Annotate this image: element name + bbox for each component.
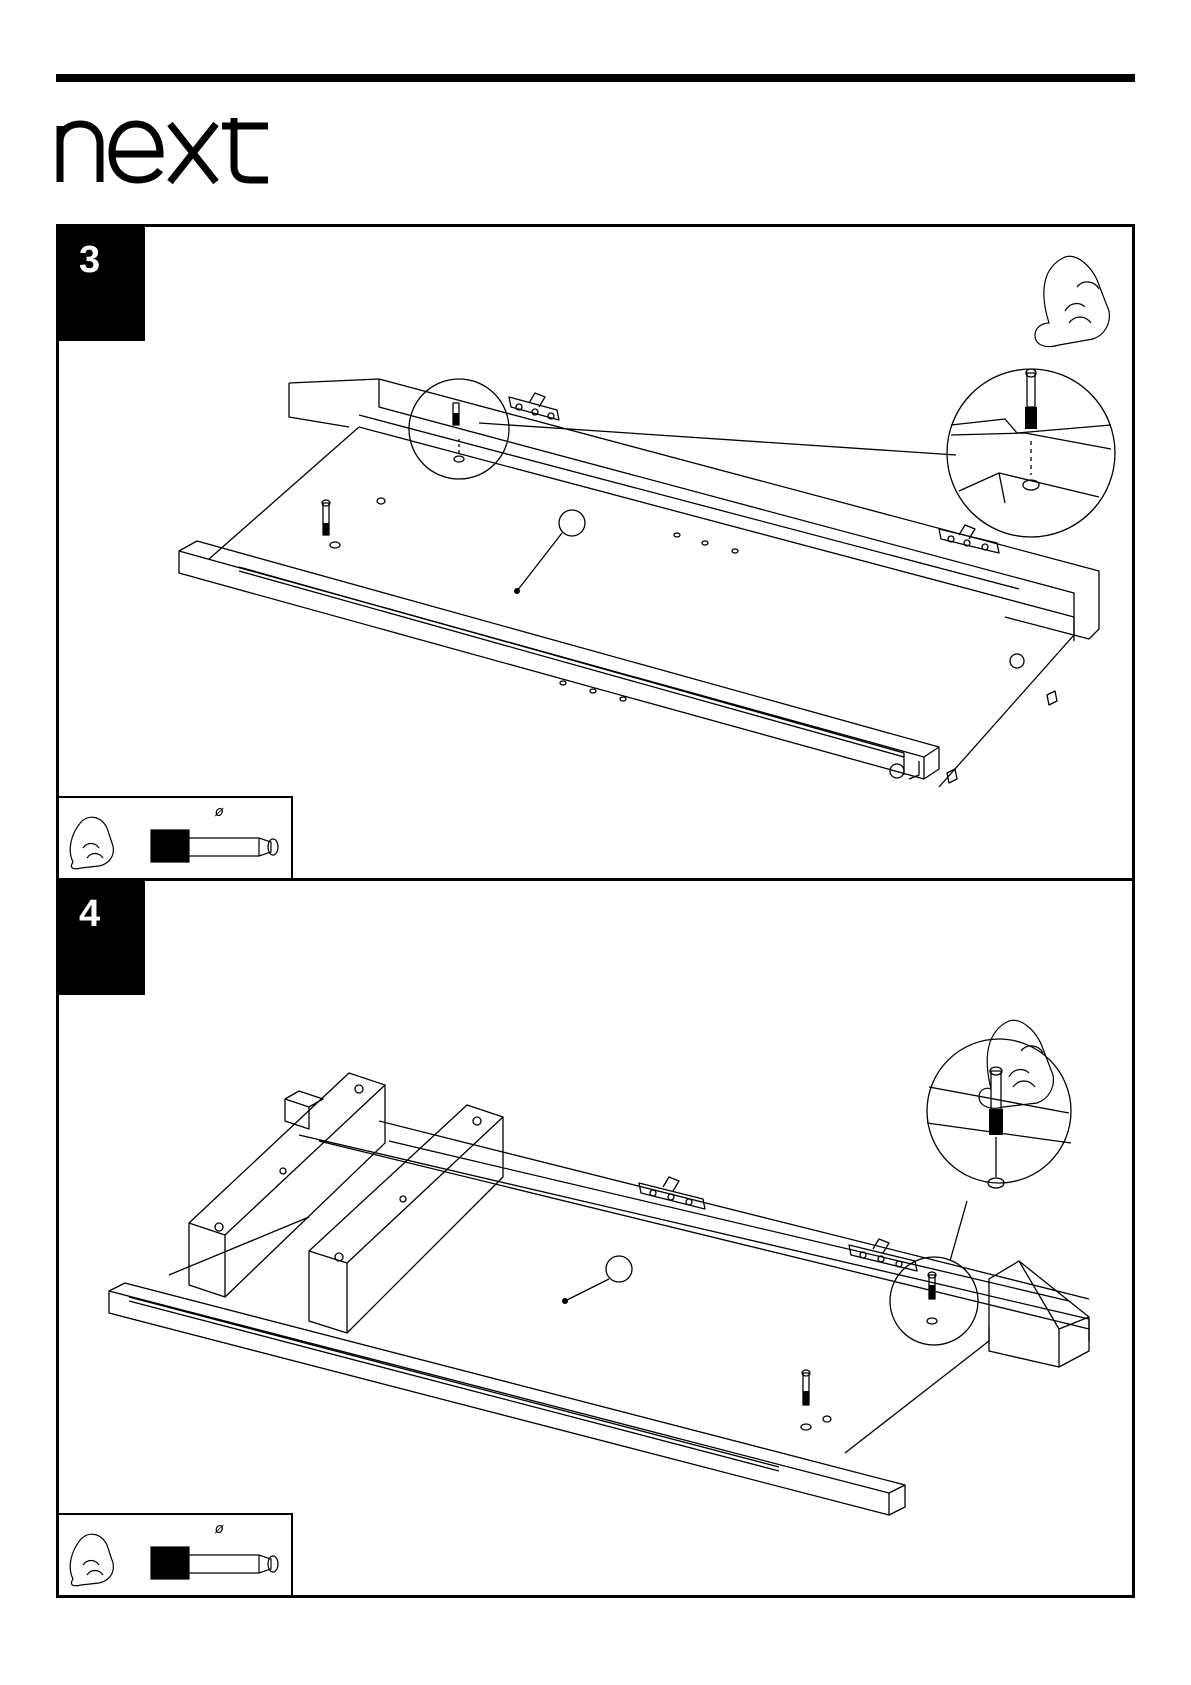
hinge-left [639, 1177, 705, 1209]
hand-icon [979, 1020, 1053, 1108]
header-rule [56, 74, 1135, 82]
step-number-badge: 3 [59, 227, 145, 341]
step-number: 3 [79, 241, 100, 279]
step-4-panel: 4 ø [56, 878, 1135, 1598]
diameter-symbol: ø [215, 1521, 224, 1537]
next-logo [56, 118, 272, 184]
threaded-dowel-icon [151, 1547, 278, 1579]
hinge-right [939, 525, 999, 553]
finger-tighten-hand-icon [70, 817, 113, 869]
threaded-dowel-icon [151, 830, 278, 862]
hardware-legend: ø [59, 1513, 293, 1595]
hand-icon [1035, 256, 1109, 346]
step-number-badge: 4 [59, 881, 145, 995]
finger-tighten-hand-icon [70, 1534, 113, 1586]
step-4-assembly-diagram [59, 881, 1132, 1595]
diameter-symbol: ø [215, 804, 224, 820]
step-number: 4 [79, 895, 100, 933]
step-3-panel: 3 ø [56, 224, 1135, 880]
step-3-assembly-diagram [59, 227, 1132, 877]
hardware-legend: ø [59, 796, 293, 878]
